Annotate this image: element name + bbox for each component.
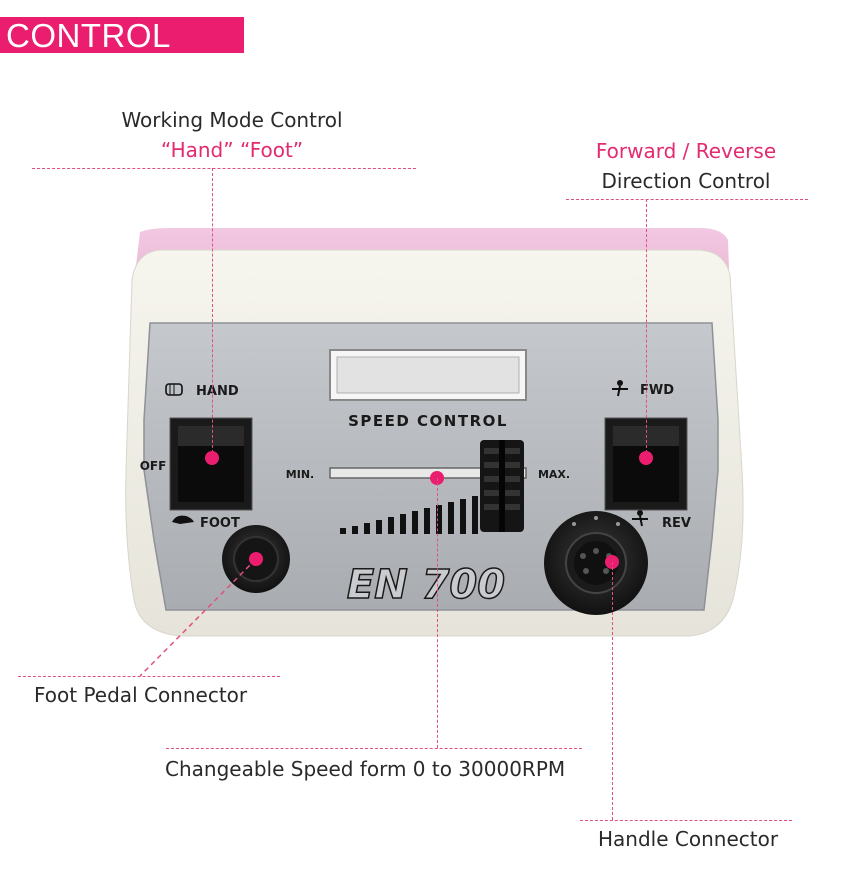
foot-pedal-underline [18, 676, 280, 677]
section-title: CONTROL BOX [0, 17, 244, 92]
foot-pedal-label: Foot Pedal Connector [34, 683, 248, 707]
working-mode-subtitle: “Hand” “Foot” [160, 138, 304, 162]
direction-subtitle: Direction Control [601, 169, 771, 193]
working-mode-leader [212, 168, 213, 458]
speed-ramp-bars [340, 496, 478, 534]
speed-label: Changeable Speed form 0 to 30000RPM [165, 757, 566, 781]
rev-icon [632, 510, 648, 527]
min-label: MIN. [286, 468, 314, 481]
off-label: OFF [140, 459, 167, 473]
rev-label: REV [662, 516, 691, 531]
foot-pedal-marker [249, 552, 263, 566]
hand-label: HAND [196, 384, 239, 399]
speed-control-label: SPEED CONTROL [348, 412, 508, 430]
foot-icon [172, 515, 194, 524]
speed-leader [437, 478, 438, 748]
mode-rocker-switch [169, 417, 253, 511]
fwd-label: FWD [640, 383, 674, 398]
direction-marker [639, 451, 653, 465]
speed-underline [166, 748, 582, 749]
direction-underline [566, 199, 808, 200]
hand-icon [165, 383, 183, 396]
speed-slider-knob [480, 440, 524, 532]
working-mode-marker [205, 451, 219, 465]
handle-label: Handle Connector [598, 827, 779, 851]
max-label: MAX. [538, 468, 570, 481]
working-mode-underline [32, 168, 416, 169]
direction-title: Forward / Reverse [595, 139, 777, 163]
foot-label: FOOT [200, 516, 240, 531]
model-name: EN 700 [347, 562, 505, 608]
handle-connector-socket [544, 511, 648, 615]
working-mode-title: Working Mode Control [121, 108, 343, 132]
fwd-icon [612, 380, 628, 397]
speed-slider-track [329, 467, 527, 479]
foot-pedal-leader-diagonal [139, 558, 257, 677]
handle-leader [612, 562, 613, 820]
direction-leader [646, 199, 647, 458]
handle-underline [580, 820, 792, 821]
